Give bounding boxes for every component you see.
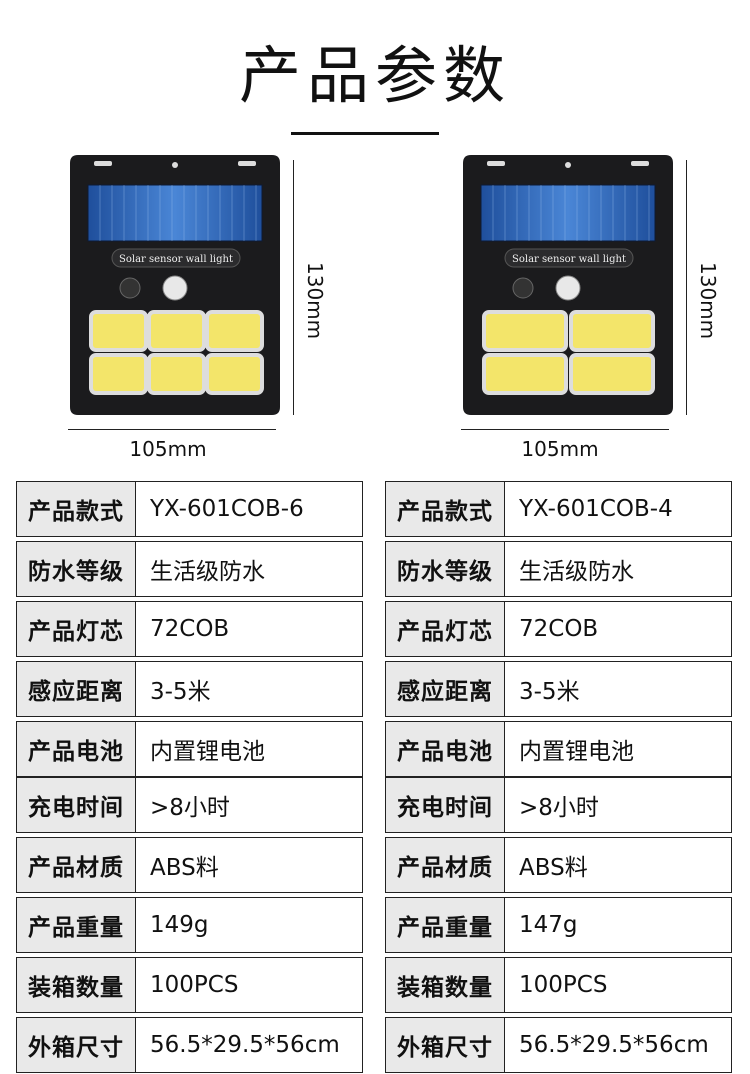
spec-value: 3-5米 bbox=[150, 679, 211, 705]
spec-row: 防水等级生活级防水 bbox=[16, 541, 363, 597]
spec-value: 72COB bbox=[519, 616, 599, 642]
spec-value: YX-601COB-6 bbox=[150, 496, 304, 522]
spec-key: 产品款式 bbox=[386, 482, 505, 536]
spec-value: 149g bbox=[150, 912, 209, 938]
spec-row: 感应距离 3-5米 bbox=[16, 661, 363, 717]
spec-value: 100PCS bbox=[519, 972, 608, 998]
spec-key: 防水等级 bbox=[386, 542, 505, 596]
panel-label: Solar sensor wall light bbox=[512, 254, 626, 265]
spec-row: 产品灯芯 72COB bbox=[385, 601, 732, 657]
solar-wall-light-4-illustration: Solar sensor wall light bbox=[463, 155, 673, 415]
height-dimension-label-2: 130mm bbox=[696, 262, 720, 340]
spec-value: 56.5*29.5*56cm bbox=[519, 1032, 709, 1058]
spec-row: 产品灯芯 72COB bbox=[16, 601, 363, 657]
spec-value: 生活级防水 bbox=[519, 559, 634, 585]
spec-row: 产品款式 YX-601COB-4 bbox=[385, 481, 732, 537]
width-dimension-line-2 bbox=[461, 429, 669, 430]
spec-key: 装箱数量 bbox=[386, 958, 505, 1012]
spec-key: 产品电池 bbox=[386, 722, 505, 776]
spec-key: 装箱数量 bbox=[17, 958, 136, 1012]
product-image-4-led: Solar sensor wall light bbox=[463, 155, 673, 417]
height-dimension-label-1: 130mm bbox=[303, 262, 327, 340]
spec-value: >8小时 bbox=[150, 795, 230, 821]
spec-value: 56.5*29.5*56cm bbox=[150, 1032, 340, 1058]
spec-row: 产品重量 147g bbox=[385, 897, 732, 953]
spec-key: 外箱尺寸 bbox=[17, 1018, 136, 1072]
spec-key: 产品重量 bbox=[17, 898, 136, 952]
title-underline bbox=[291, 132, 439, 135]
product-image-6-led: Solar sensor wall light bbox=[70, 155, 280, 417]
spec-key: 防水等级 bbox=[17, 542, 136, 596]
spec-key: 产品灯芯 bbox=[386, 602, 505, 656]
width-dimension-label-1: 105mm bbox=[129, 437, 207, 461]
spec-key: 产品灯芯 bbox=[17, 602, 136, 656]
spec-row: 防水等级生活级防水 bbox=[385, 541, 732, 597]
spec-value: 147g bbox=[519, 912, 578, 938]
spec-value: 3-5米 bbox=[519, 679, 580, 705]
spec-row: 充电时间 >8小时 bbox=[385, 777, 732, 833]
spec-row: 感应距离 3-5米 bbox=[385, 661, 732, 717]
spec-key: 感应距离 bbox=[386, 662, 505, 716]
height-dimension-line-1 bbox=[293, 160, 294, 415]
height-dimension-line-2 bbox=[686, 160, 687, 415]
solar-wall-light-6-illustration: Solar sensor wall light bbox=[70, 155, 280, 415]
spec-value: 内置锂电池 bbox=[150, 739, 265, 765]
spec-key: 充电时间 bbox=[386, 778, 505, 832]
spec-key: 感应距离 bbox=[17, 662, 136, 716]
spec-key: 产品款式 bbox=[17, 482, 136, 536]
spec-row: 外箱尺寸 56.5*29.5*56cm bbox=[385, 1017, 732, 1073]
spec-value: 生活级防水 bbox=[150, 559, 265, 585]
width-dimension-line-1 bbox=[68, 429, 276, 430]
panel-label: Solar sensor wall light bbox=[119, 254, 233, 265]
spec-row: 产品重量 149g bbox=[16, 897, 363, 953]
spec-row: 外箱尺寸 56.5*29.5*56cm bbox=[16, 1017, 363, 1073]
spec-value: 内置锂电池 bbox=[519, 739, 634, 765]
spec-value: YX-601COB-4 bbox=[519, 496, 673, 522]
spec-key: 产品电池 bbox=[17, 722, 136, 776]
led-cells-6 bbox=[89, 310, 264, 395]
spec-row: 产品材质 ABS料 bbox=[16, 837, 363, 893]
spec-row: 产品款式 YX-601COB-6 bbox=[16, 481, 363, 537]
spec-key: 充电时间 bbox=[17, 778, 136, 832]
spec-value: ABS料 bbox=[519, 855, 588, 881]
spec-value: 72COB bbox=[150, 616, 230, 642]
led-cells-4 bbox=[482, 310, 655, 395]
spec-key: 外箱尺寸 bbox=[386, 1018, 505, 1072]
spec-row: 装箱数量 100PCS bbox=[16, 957, 363, 1013]
spec-row: 充电时间 >8小时 bbox=[16, 777, 363, 833]
spec-row: 产品电池内置锂电池 bbox=[16, 721, 363, 777]
spec-key: 产品重量 bbox=[386, 898, 505, 952]
spec-value: >8小时 bbox=[519, 795, 599, 821]
spec-value: 100PCS bbox=[150, 972, 239, 998]
page-title: 产品参数 bbox=[238, 39, 511, 112]
spec-key: 产品材质 bbox=[17, 838, 136, 892]
spec-row: 产品电池内置锂电池 bbox=[385, 721, 732, 777]
spec-value: ABS料 bbox=[150, 855, 219, 881]
width-dimension-label-2: 105mm bbox=[521, 437, 599, 461]
spec-key: 产品材质 bbox=[386, 838, 505, 892]
spec-row: 产品材质 ABS料 bbox=[385, 837, 732, 893]
spec-row: 装箱数量 100PCS bbox=[385, 957, 732, 1013]
